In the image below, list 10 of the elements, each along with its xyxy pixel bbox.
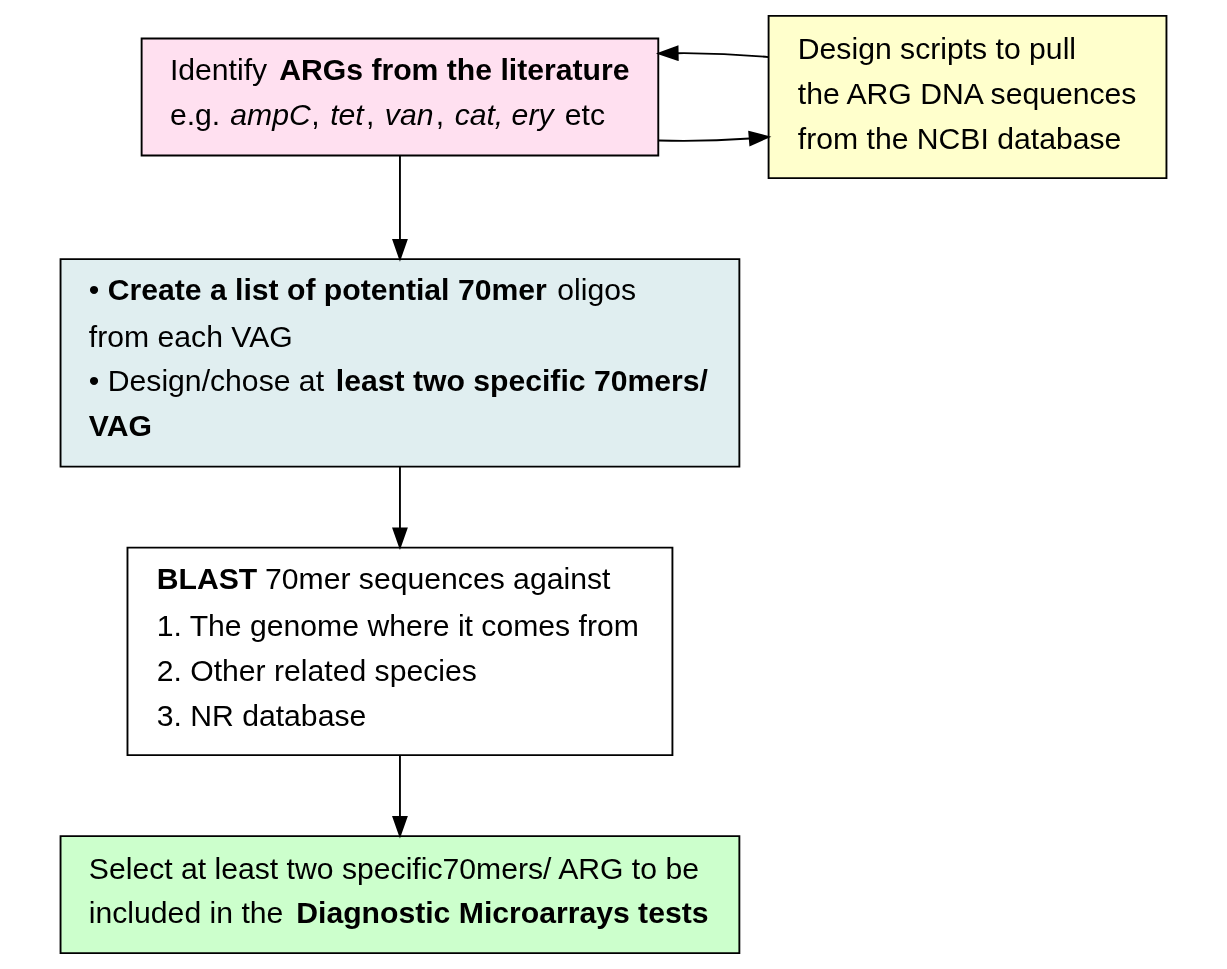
node-box: Design scripts to pull the ARG DNA sequences from the NCBI database [767, 14, 1168, 180]
arrow [657, 130, 772, 147]
arrow [392, 154, 408, 262]
arrow [392, 465, 408, 551]
node-box: Select at least two specific70mers/ ARG to be included in the Diagnostic Microarrays tests [59, 835, 741, 955]
node-box: • Create a list of potential 70mer oligos from each VAG • Design/chose at least two specific 70mers/ VAG [59, 258, 741, 468]
arrow [655, 45, 770, 62]
node-box: Identify ARGs from the literature e.g. ampC, tet, van, cat, ery etc [140, 37, 660, 157]
node-box: BLAST 70mer sequences against 1. The genome where it comes from 2. Other related species 3. NR database [126, 546, 674, 757]
arrow [392, 754, 408, 839]
